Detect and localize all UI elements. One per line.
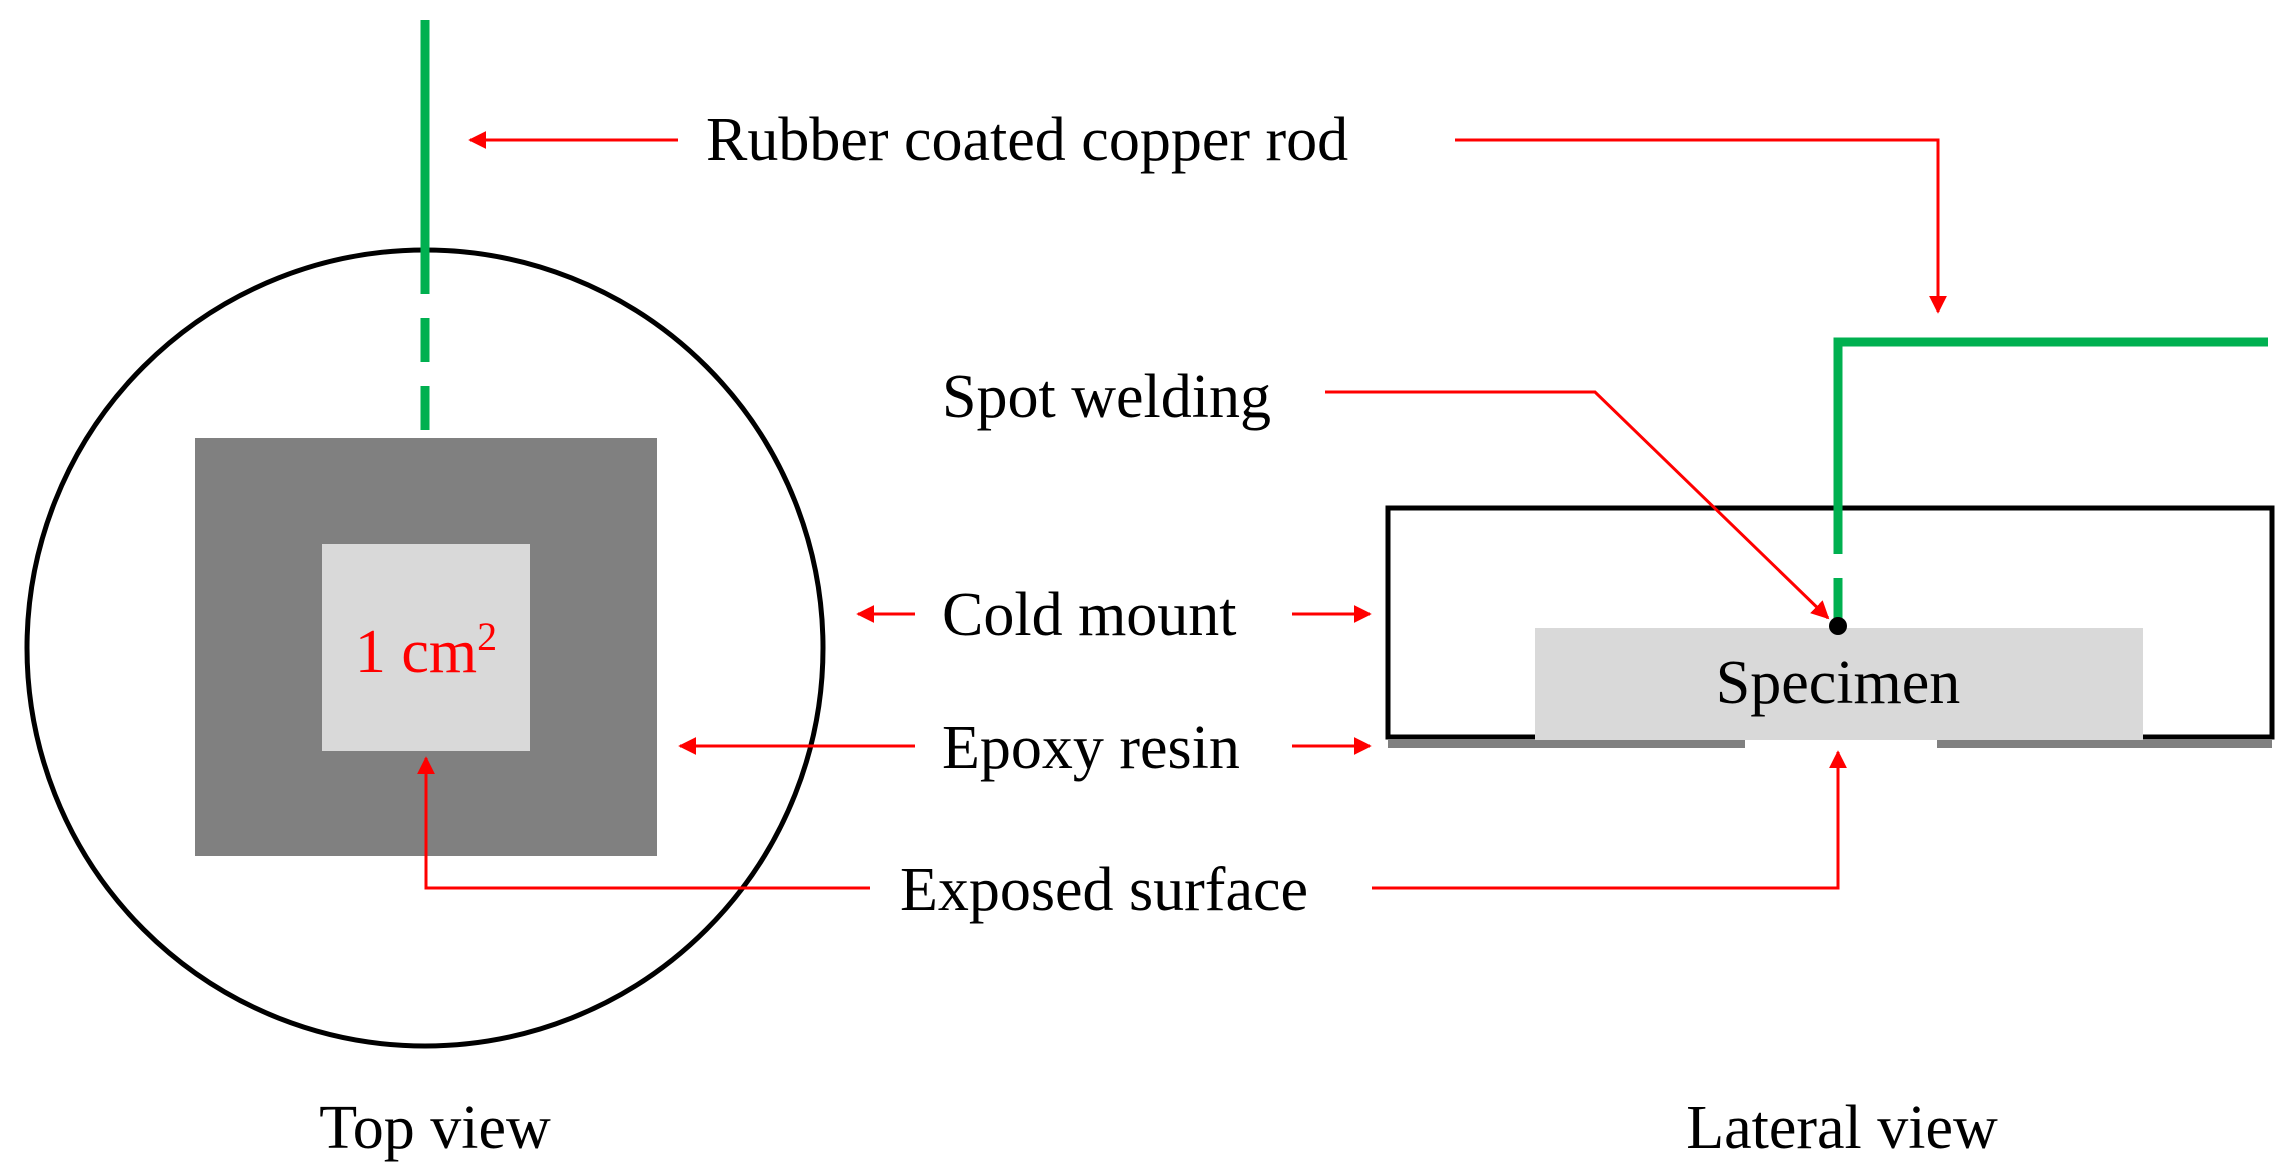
arrow-spot-welding	[1325, 390, 1830, 620]
copper-rod-solid-lateral	[1833, 337, 2268, 510]
spot-weld-dot	[1829, 617, 1847, 635]
lateral-view-label: Lateral view	[1686, 1094, 1998, 1162]
cold-mount-label: Cold mount	[942, 581, 1237, 649]
lateral-view-group: Specimen	[1385, 337, 2275, 748]
epoxy-resin-label: Epoxy resin	[942, 714, 1240, 782]
area-label: 1 cm2	[355, 614, 497, 686]
spot-welding-label: Spot welding	[942, 363, 1271, 431]
top-view-label: Top view	[319, 1094, 551, 1162]
exposed-surface-label: Exposed surface	[900, 856, 1308, 924]
arrows-group	[417, 131, 1947, 890]
top-view-group: 1 cm2	[24, 20, 826, 1049]
specimen-rect-lateral	[1535, 628, 2143, 740]
rod-label: Rubber coated copper rod	[706, 106, 1348, 174]
specimen-square-top	[322, 544, 530, 751]
specimen-label: Specimen	[1716, 649, 1961, 717]
arrow-exposed-to-lateral	[1372, 750, 1847, 890]
arrow-exposed-to-top	[417, 756, 870, 890]
arrow-rod-to-lateral	[1455, 138, 1947, 314]
